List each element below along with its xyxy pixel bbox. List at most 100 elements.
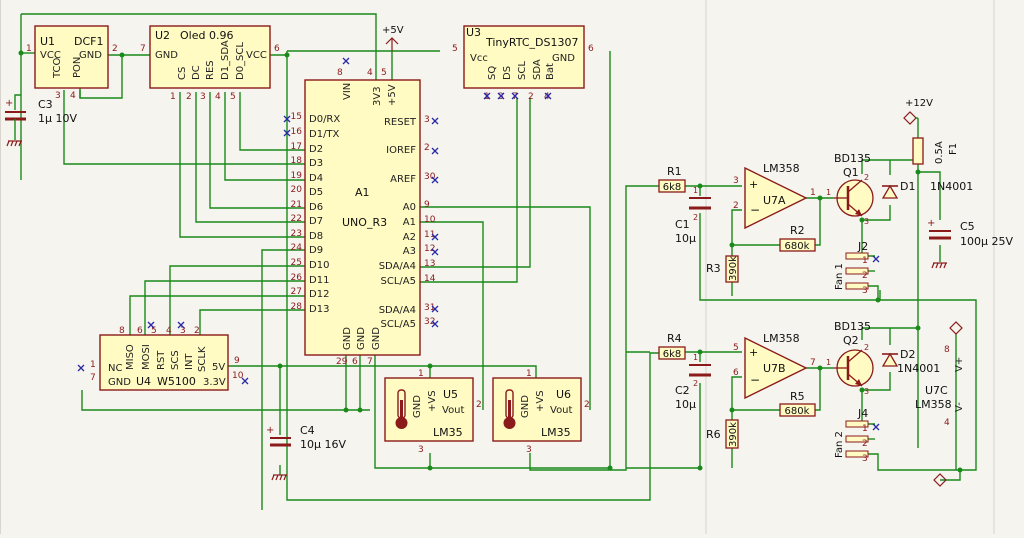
a1-pin-sdaa4: SDA/A4 <box>379 261 416 272</box>
r4-ref: R4 <box>667 332 682 345</box>
r6-value: 390k <box>728 422 739 447</box>
u4-pin-nc: NC <box>108 363 122 374</box>
c3-value: 1µ 10V <box>38 112 77 125</box>
u1-pin-tco: TCO <box>52 57 63 79</box>
u7b-pinnum-6: 6 <box>733 368 739 378</box>
a1-pin-d5: D5 <box>309 187 323 198</box>
u7a-pinnum-3: 3 <box>733 176 739 186</box>
r5-value: 680k <box>785 406 810 417</box>
u1-dcf1[interactable]: U1 DCF1 VCC GND TCO PON 1 2 3 4 <box>26 25 118 101</box>
a1-pin-d6: D6 <box>309 202 323 213</box>
j2-fan-connector[interactable]: J2 Fan 1 1 2 3 <box>834 240 869 296</box>
r2-resistor[interactable]: 680k R2 <box>779 224 816 252</box>
c1-capacitor[interactable]: 1 2 C1 10µ <box>675 186 711 245</box>
u7c-pin-vplus: V+ <box>954 357 965 372</box>
a1-pinnum-11: 11 <box>424 230 435 240</box>
u5-lm35[interactable]: +VS GND Vout U5 LM35 1 3 2 <box>384 369 482 455</box>
q2-transistor[interactable]: BD135 Q2 2 3 1 <box>826 320 874 396</box>
c4-ref: C4 <box>300 424 315 437</box>
d2-diode[interactable]: D2 1N4001 <box>881 348 940 375</box>
u3-tinyrtc[interactable]: U3 TinyRTC_DS1307 Vcc SQ DS SCL SDA Bat … <box>452 25 594 102</box>
r1-value: 6k8 <box>663 182 682 193</box>
a1-pin-d9: D9 <box>309 245 323 256</box>
c5-ref: C5 <box>960 220 975 233</box>
c2-ref: C2 <box>675 384 690 397</box>
a1-pin-a1: A1 <box>403 217 416 228</box>
r3-resistor[interactable]: 390k R3 <box>706 255 739 283</box>
d1-value: 1N4001 <box>930 180 973 193</box>
u5-ref: U5 <box>443 388 458 401</box>
thermometer-icon <box>503 389 516 429</box>
a1-pinnum-19: 19 <box>291 171 303 181</box>
r4-resistor[interactable]: 6k8 R4 <box>658 332 686 360</box>
c5-capacitor[interactable]: + C5 100µ 25V <box>927 218 1013 269</box>
a1-pin-a2: A2 <box>403 232 416 243</box>
u7c-opamp-supply[interactable]: V+ V- U7C LM358 8 4 <box>915 321 965 487</box>
q1-pinnum-2: 2 <box>864 173 869 182</box>
a1-pin-d1tx: D1/TX <box>309 129 340 140</box>
u1-pinnum-4: 4 <box>70 91 76 101</box>
u4-pin-scs: SCS <box>170 350 181 370</box>
q2-pinnum-2: 2 <box>864 343 869 352</box>
u3-pin-sq: SQ <box>487 66 498 80</box>
c4-capacitor[interactable]: + C4 10µ 16V <box>266 424 346 481</box>
c3-capacitor[interactable]: + C3 1µ 10V <box>5 98 77 147</box>
u5-pinnum-3: 3 <box>418 445 424 455</box>
a1-pin-d10: D10 <box>309 260 329 271</box>
a1-pin-gnd-2: GND <box>356 327 367 350</box>
u6-value: LM35 <box>541 426 571 439</box>
u2-pinnum-6: 6 <box>274 44 280 54</box>
f1-fuse[interactable]: 0.5A F1 <box>912 137 959 165</box>
u6-lm35[interactable]: +VS GND Vout U6 LM35 1 3 2 <box>492 369 590 455</box>
u2-pinnum-2: 2 <box>186 92 192 102</box>
a1-arduino-uno[interactable]: A1 UNO_R3 VIN 3V3 +5V 8 4 5 D0/RX15D1/TX… <box>291 68 436 367</box>
a1-pin-scla5: SCL/A5 <box>381 319 416 330</box>
u1-pinnum-1: 1 <box>26 44 32 54</box>
a1-pinnum-3: 3 <box>424 115 430 125</box>
u7b-plus: + <box>749 346 758 359</box>
u7b-opamp[interactable]: + − U7B LM358 5 6 7 <box>733 332 816 400</box>
a1-pinnum-14: 14 <box>424 274 436 284</box>
r6-ref: R6 <box>706 428 721 441</box>
a1-pin-d12: D12 <box>309 289 329 300</box>
u4-pinnum-4: 4 <box>166 326 172 336</box>
u4-ref: U4 <box>136 375 151 388</box>
u6-pinnum-1: 1 <box>526 369 532 379</box>
r2-value: 680k <box>785 241 810 252</box>
j4-fan-connector[interactable]: J4 Fan 2 1 2 3 <box>834 407 869 464</box>
r3-ref: R3 <box>706 262 721 275</box>
a1-pinnum-4: 4 <box>367 68 373 78</box>
r1-resistor[interactable]: 6k8 R1 <box>658 165 686 193</box>
u5-pinnum-1: 1 <box>418 369 424 379</box>
d1-diode[interactable]: D1 1N4001 <box>881 180 973 199</box>
u2-pin-vcc: VCC <box>246 50 267 61</box>
q1-pinnum-1: 1 <box>826 188 831 197</box>
u4-value: W5100 <box>157 375 196 388</box>
a1-pin-d8: D8 <box>309 231 323 242</box>
q2-pinnum-3: 3 <box>864 387 869 396</box>
u7a-opamp[interactable]: + − U7A LM358 3 2 1 <box>733 162 816 230</box>
a1-pinnum-21: 21 <box>291 200 302 210</box>
q1-transistor[interactable]: BD135 Q1 2 3 1 <box>826 152 874 226</box>
u4-pinnum-3: 3 <box>180 326 186 336</box>
c2-capacitor[interactable]: 1 2 C2 10µ <box>675 353 711 411</box>
u7b-pinnum-5: 5 <box>733 343 739 353</box>
u7a-pinnum-2: 2 <box>733 201 739 211</box>
u2-oled[interactable]: U2 Oled 0.96 GND CS DC RES D1_SDA D0_SCL… <box>140 25 280 102</box>
r5-resistor[interactable]: 680k R5 <box>779 390 816 417</box>
ground-symbol <box>271 474 287 481</box>
a1-pin-vin: VIN <box>342 83 353 100</box>
u4-w5100[interactable]: NC GND MISO MOSI RST SCS INT SCLK 5V 3.3… <box>90 326 244 391</box>
u7a-ref: U7A <box>763 194 786 207</box>
r6-resistor[interactable]: 390k R6 <box>706 419 739 449</box>
a1-pinnum-22: 22 <box>291 214 302 224</box>
j4-pinnum-3: 3 <box>862 454 868 464</box>
a1-pinnum-24: 24 <box>291 243 303 253</box>
a1-pinnum-28: 28 <box>291 302 303 312</box>
d1-ref: D1 <box>900 180 915 193</box>
u7c-ref: U7C <box>925 384 948 397</box>
q1-pinnum-3: 3 <box>864 217 869 226</box>
a1-pinnum-17: 17 <box>291 142 302 152</box>
u1-pinnum-2: 2 <box>112 44 118 54</box>
